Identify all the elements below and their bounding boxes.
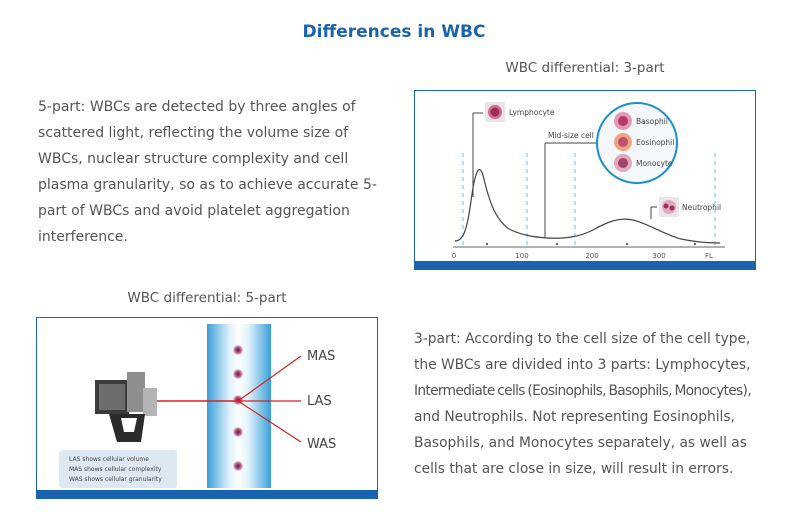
mas-scatter-ray: [237, 355, 302, 402]
histogram-curve: [454, 169, 721, 244]
three-part-description-line: and Neutrophils. Not representing Eosino…: [414, 409, 747, 477]
legend-line: LAS shows cellular volume: [69, 456, 149, 463]
eosinophil-nucleus-icon: [618, 137, 628, 147]
was-label: WAS: [307, 437, 336, 452]
las-label: LAS: [307, 394, 332, 409]
basophil-label: Basophil: [636, 117, 668, 126]
five-part-description: 5-part: WBCs are detected by three angle…: [38, 99, 377, 245]
x-tick-label: 0: [452, 252, 456, 260]
five-part-diagram-panel: MAS LAS WAS LAS shows cellular volume MA…: [36, 317, 378, 499]
axis-dot: [693, 242, 697, 246]
wbc-cell-icon: [233, 461, 243, 471]
axis-dot: [485, 242, 489, 246]
wbc-cell-icon: [233, 369, 243, 379]
mas-label: MAS: [307, 349, 335, 364]
scatter-legend-box: [59, 450, 177, 488]
three-part-caption: WBC differential: 3-part: [505, 60, 665, 76]
wbc-cell-icon: [233, 427, 243, 437]
was-scatter-ray: [237, 400, 302, 443]
legend-line: MAS shows cellular complexity: [69, 466, 162, 473]
laser-device-lens-housing: [127, 372, 145, 412]
x-tick-label: 100: [515, 252, 528, 260]
lymphocyte-nucleus-icon: [490, 107, 500, 117]
laser-device-window: [121, 418, 137, 432]
axis-dot: [625, 242, 629, 246]
three-part-description-line: 3-part: According to the cell size of th…: [414, 331, 751, 373]
wbc-cell-icon: [233, 345, 243, 355]
three-part-histogram-panel: 0 100 200 300 FL Lymphocyte Mid-size cel…: [414, 90, 756, 270]
basophil-nucleus-icon: [618, 116, 628, 126]
neutrophil-cell-icon: [662, 200, 676, 214]
monocyte-nucleus-icon: [618, 158, 628, 168]
x-unit-label: FL: [705, 252, 713, 260]
three-part-description: 3-part: According to the cell size of th…: [414, 326, 764, 482]
legend-line: WAS shows cellular granularity: [69, 476, 162, 483]
five-part-caption: WBC differential: 5-part: [127, 290, 287, 306]
monocyte-label: Monocyte: [636, 159, 673, 168]
panel-footer-bar: [37, 490, 377, 498]
three-part-histogram: 0 100 200 300 FL Lymphocyte Mid-size cel…: [452, 102, 725, 260]
laser-device-face: [99, 384, 125, 410]
eosinophil-label: Eosinophil: [636, 138, 674, 147]
lymphocyte-label: Lymphocyte: [509, 108, 555, 117]
page-title: Differences in WBC: [302, 22, 486, 42]
neutrophil-label: Neutrophil: [682, 203, 721, 212]
three-part-description-line: Intermediate cells (Eosinophils, Basophi…: [414, 383, 752, 399]
x-tick-label: 200: [585, 252, 598, 260]
neutrophil-nucleus-icon: [669, 205, 675, 211]
neutrophil-nucleus-icon: [663, 203, 669, 209]
x-tick-label: 300: [652, 252, 665, 260]
axis-dot: [555, 242, 559, 246]
panel-footer-bar: [415, 261, 755, 269]
midsize-label: Mid-size cell: [548, 131, 594, 140]
laser-device-lens: [143, 388, 157, 416]
five-part-diagram: MAS LAS WAS LAS shows cellular volume MA…: [59, 324, 336, 488]
